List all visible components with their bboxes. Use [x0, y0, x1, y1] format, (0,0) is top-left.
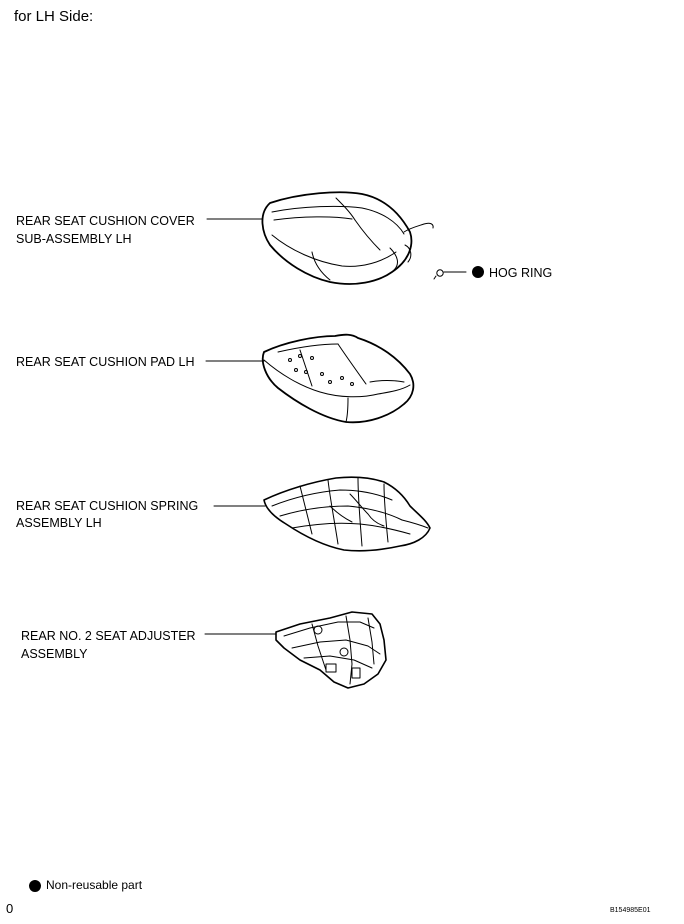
figure-code: B154985E01 — [610, 907, 651, 914]
legend-bullet-icon — [29, 880, 41, 892]
hog-ring-icon — [433, 269, 444, 280]
cover-label-line2: SUB-ASSEMBLY LH — [16, 232, 132, 246]
legend-label: Non-reusable part — [46, 878, 143, 892]
seat-cushion-pad-drawing — [261, 333, 415, 424]
cover-label-line1: REAR SEAT CUSHION COVER — [16, 214, 195, 228]
page-marker: 0 — [6, 901, 14, 916]
spring-label-line1: REAR SEAT CUSHION SPRING — [16, 499, 199, 513]
seat-cushion-cover-drawing — [261, 191, 434, 285]
page-title: for LH Side: — [14, 8, 94, 25]
leader-lines — [204, 218, 467, 635]
pad-label: REAR SEAT CUSHION PAD LH — [16, 355, 195, 369]
spring-label-line2: ASSEMBLY LH — [16, 516, 102, 530]
hog-ring-label: HOG RING — [489, 266, 553, 280]
adjuster-label-line2: ASSEMBLY — [21, 647, 88, 661]
hog-ring-nonreusable-icon — [472, 266, 484, 278]
adjuster-label-line1: REAR NO. 2 SEAT ADJUSTER — [21, 629, 196, 643]
seat-adjuster-drawing — [275, 611, 387, 689]
seat-cushion-spring-drawing — [263, 476, 431, 552]
